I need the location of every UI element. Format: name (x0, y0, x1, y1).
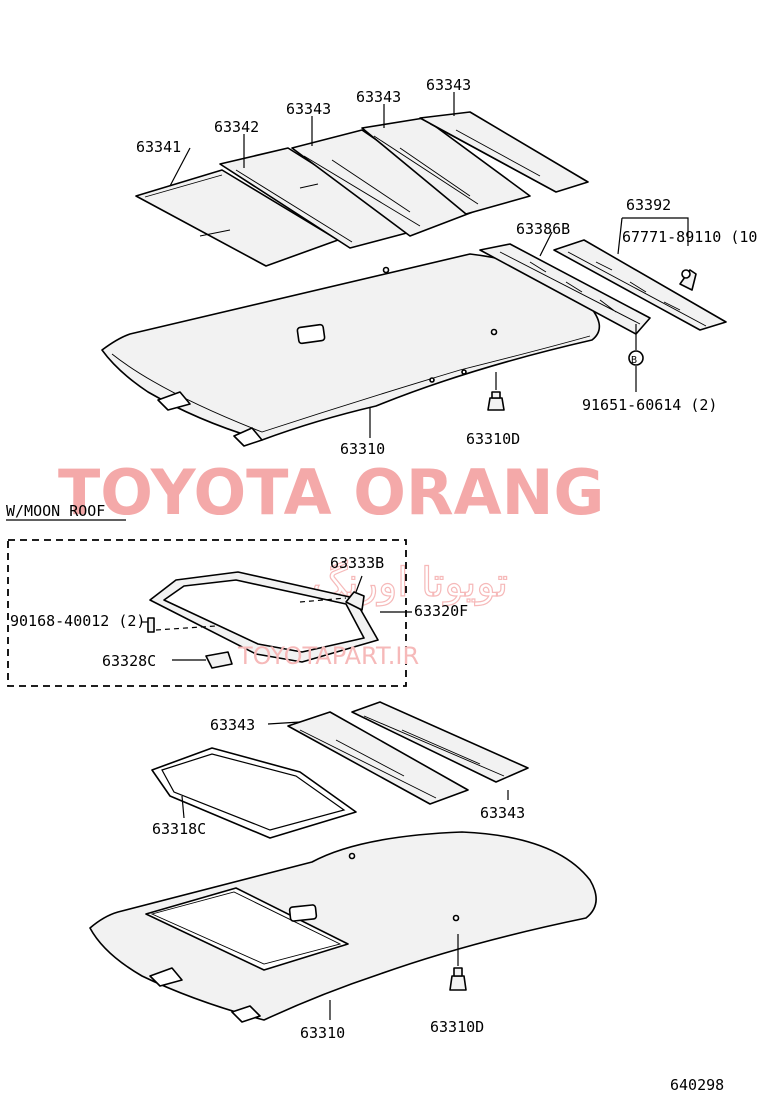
weatherstrip-63318C (151, 747, 357, 839)
pad-63333B (345, 591, 365, 611)
section-moon-roof-label: W/MOON ROOF (6, 502, 105, 520)
moon-roof-inset-frame (7, 539, 407, 687)
label-63310-top: 63310 (340, 440, 385, 458)
retainer-63386B (479, 243, 651, 335)
label-63310D-bottom: 63310D (430, 1018, 484, 1036)
leaders-moon-inset (142, 575, 412, 661)
retainer-63392 (553, 239, 727, 331)
leaders-lower (181, 721, 509, 1020)
label-63343-d: 63343 (210, 716, 255, 734)
pad-63343-b (361, 117, 531, 215)
pad-63343-c (419, 111, 589, 193)
screw-90168 (147, 617, 155, 633)
label-63342: 63342 (214, 118, 259, 136)
label-63386B: 63386B (516, 220, 570, 238)
label-63341: 63341 (136, 138, 181, 156)
label-63343-e: 63343 (480, 804, 525, 822)
label-63310-bottom: 63310 (300, 1024, 345, 1042)
svg-text:B: B (631, 355, 637, 366)
clip-67771 (679, 269, 697, 291)
clip-63310D-top (487, 372, 505, 411)
watermark-brand: TOYOTA ORANG (58, 456, 604, 529)
label-63318C: 63318C (152, 820, 206, 838)
bracket-63328C (205, 651, 233, 669)
label-63328C: 63328C (102, 652, 156, 670)
headliner-63310-top (101, 253, 601, 447)
trim-frame-63320F (149, 571, 379, 663)
label-63343-b: 63343 (356, 88, 401, 106)
label-90168: 90168-40012 (2) (10, 612, 145, 630)
clip-63310D-bottom (449, 934, 467, 991)
label-63320F: 63320F (414, 602, 468, 620)
leaders-upper (169, 92, 689, 438)
label-63333B: 63333B (330, 554, 384, 572)
pad-63343-d (287, 711, 469, 805)
label-63343-c: 63343 (426, 76, 471, 94)
pad-63343-e (351, 701, 529, 783)
bolt-b-marker: B (628, 350, 644, 366)
label-63392: 63392 (626, 196, 671, 214)
label-67771: 67771-89110 (10) (622, 228, 760, 246)
label-63343-a: 63343 (286, 100, 331, 118)
label-91651: 91651-60614 (2) (582, 396, 717, 414)
watermark-url: TOYOTAPART.IR (237, 642, 419, 670)
diagram-code: 640298 (670, 1076, 724, 1094)
label-63310D-top: 63310D (466, 430, 520, 448)
headliner-63310-bottom (89, 831, 597, 1023)
